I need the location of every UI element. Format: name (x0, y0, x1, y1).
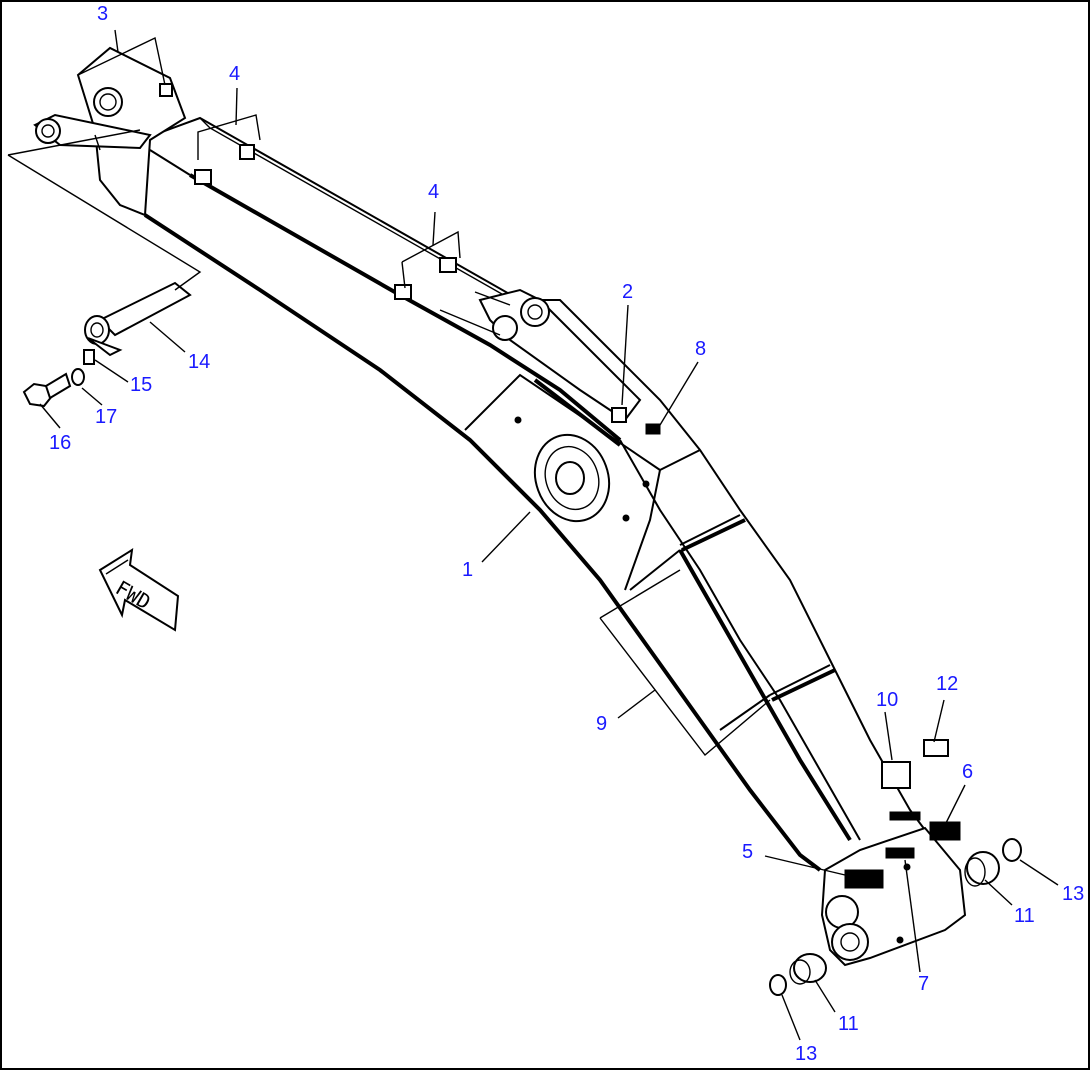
cylinder-bracket (394, 257, 661, 447)
callout-14: 14 (188, 351, 210, 373)
callouts: 1 2 3 4 4 5 6 7 8 9 10 11 11 12 13 13 14… (49, 3, 1084, 1065)
callout-8: 8 (695, 338, 706, 360)
callout-4-upper: 4 (229, 63, 240, 85)
tip-bushings (769, 838, 1022, 996)
fwd-arrow-icon: FWD (98, 548, 180, 632)
callout-13-right: 13 (1062, 883, 1084, 905)
callout-17: 17 (95, 406, 117, 428)
foot-pin-assembly (22, 281, 192, 408)
callout-12: 12 (936, 673, 958, 695)
leader-lines (7, 29, 1059, 1041)
callout-11-right: 11 (1014, 905, 1035, 927)
callout-7: 7 (918, 973, 929, 995)
callout-15: 15 (130, 374, 152, 396)
callout-5: 5 (742, 841, 753, 863)
callout-2: 2 (622, 281, 633, 303)
callout-3: 3 (97, 3, 108, 25)
boom-foot (33, 46, 255, 217)
callout-16: 16 (49, 432, 71, 454)
callout-4-middle: 4 (428, 181, 439, 203)
boom-body (139, 116, 926, 872)
callout-11-bottom: 11 (838, 1013, 859, 1035)
callout-10: 10 (876, 689, 898, 711)
callout-1: 1 (462, 559, 473, 581)
callout-13-bottom: 13 (795, 1043, 817, 1065)
callout-9: 9 (596, 713, 607, 735)
boom-tip (820, 739, 967, 967)
center-boss (514, 416, 650, 523)
callout-6: 6 (962, 761, 973, 783)
